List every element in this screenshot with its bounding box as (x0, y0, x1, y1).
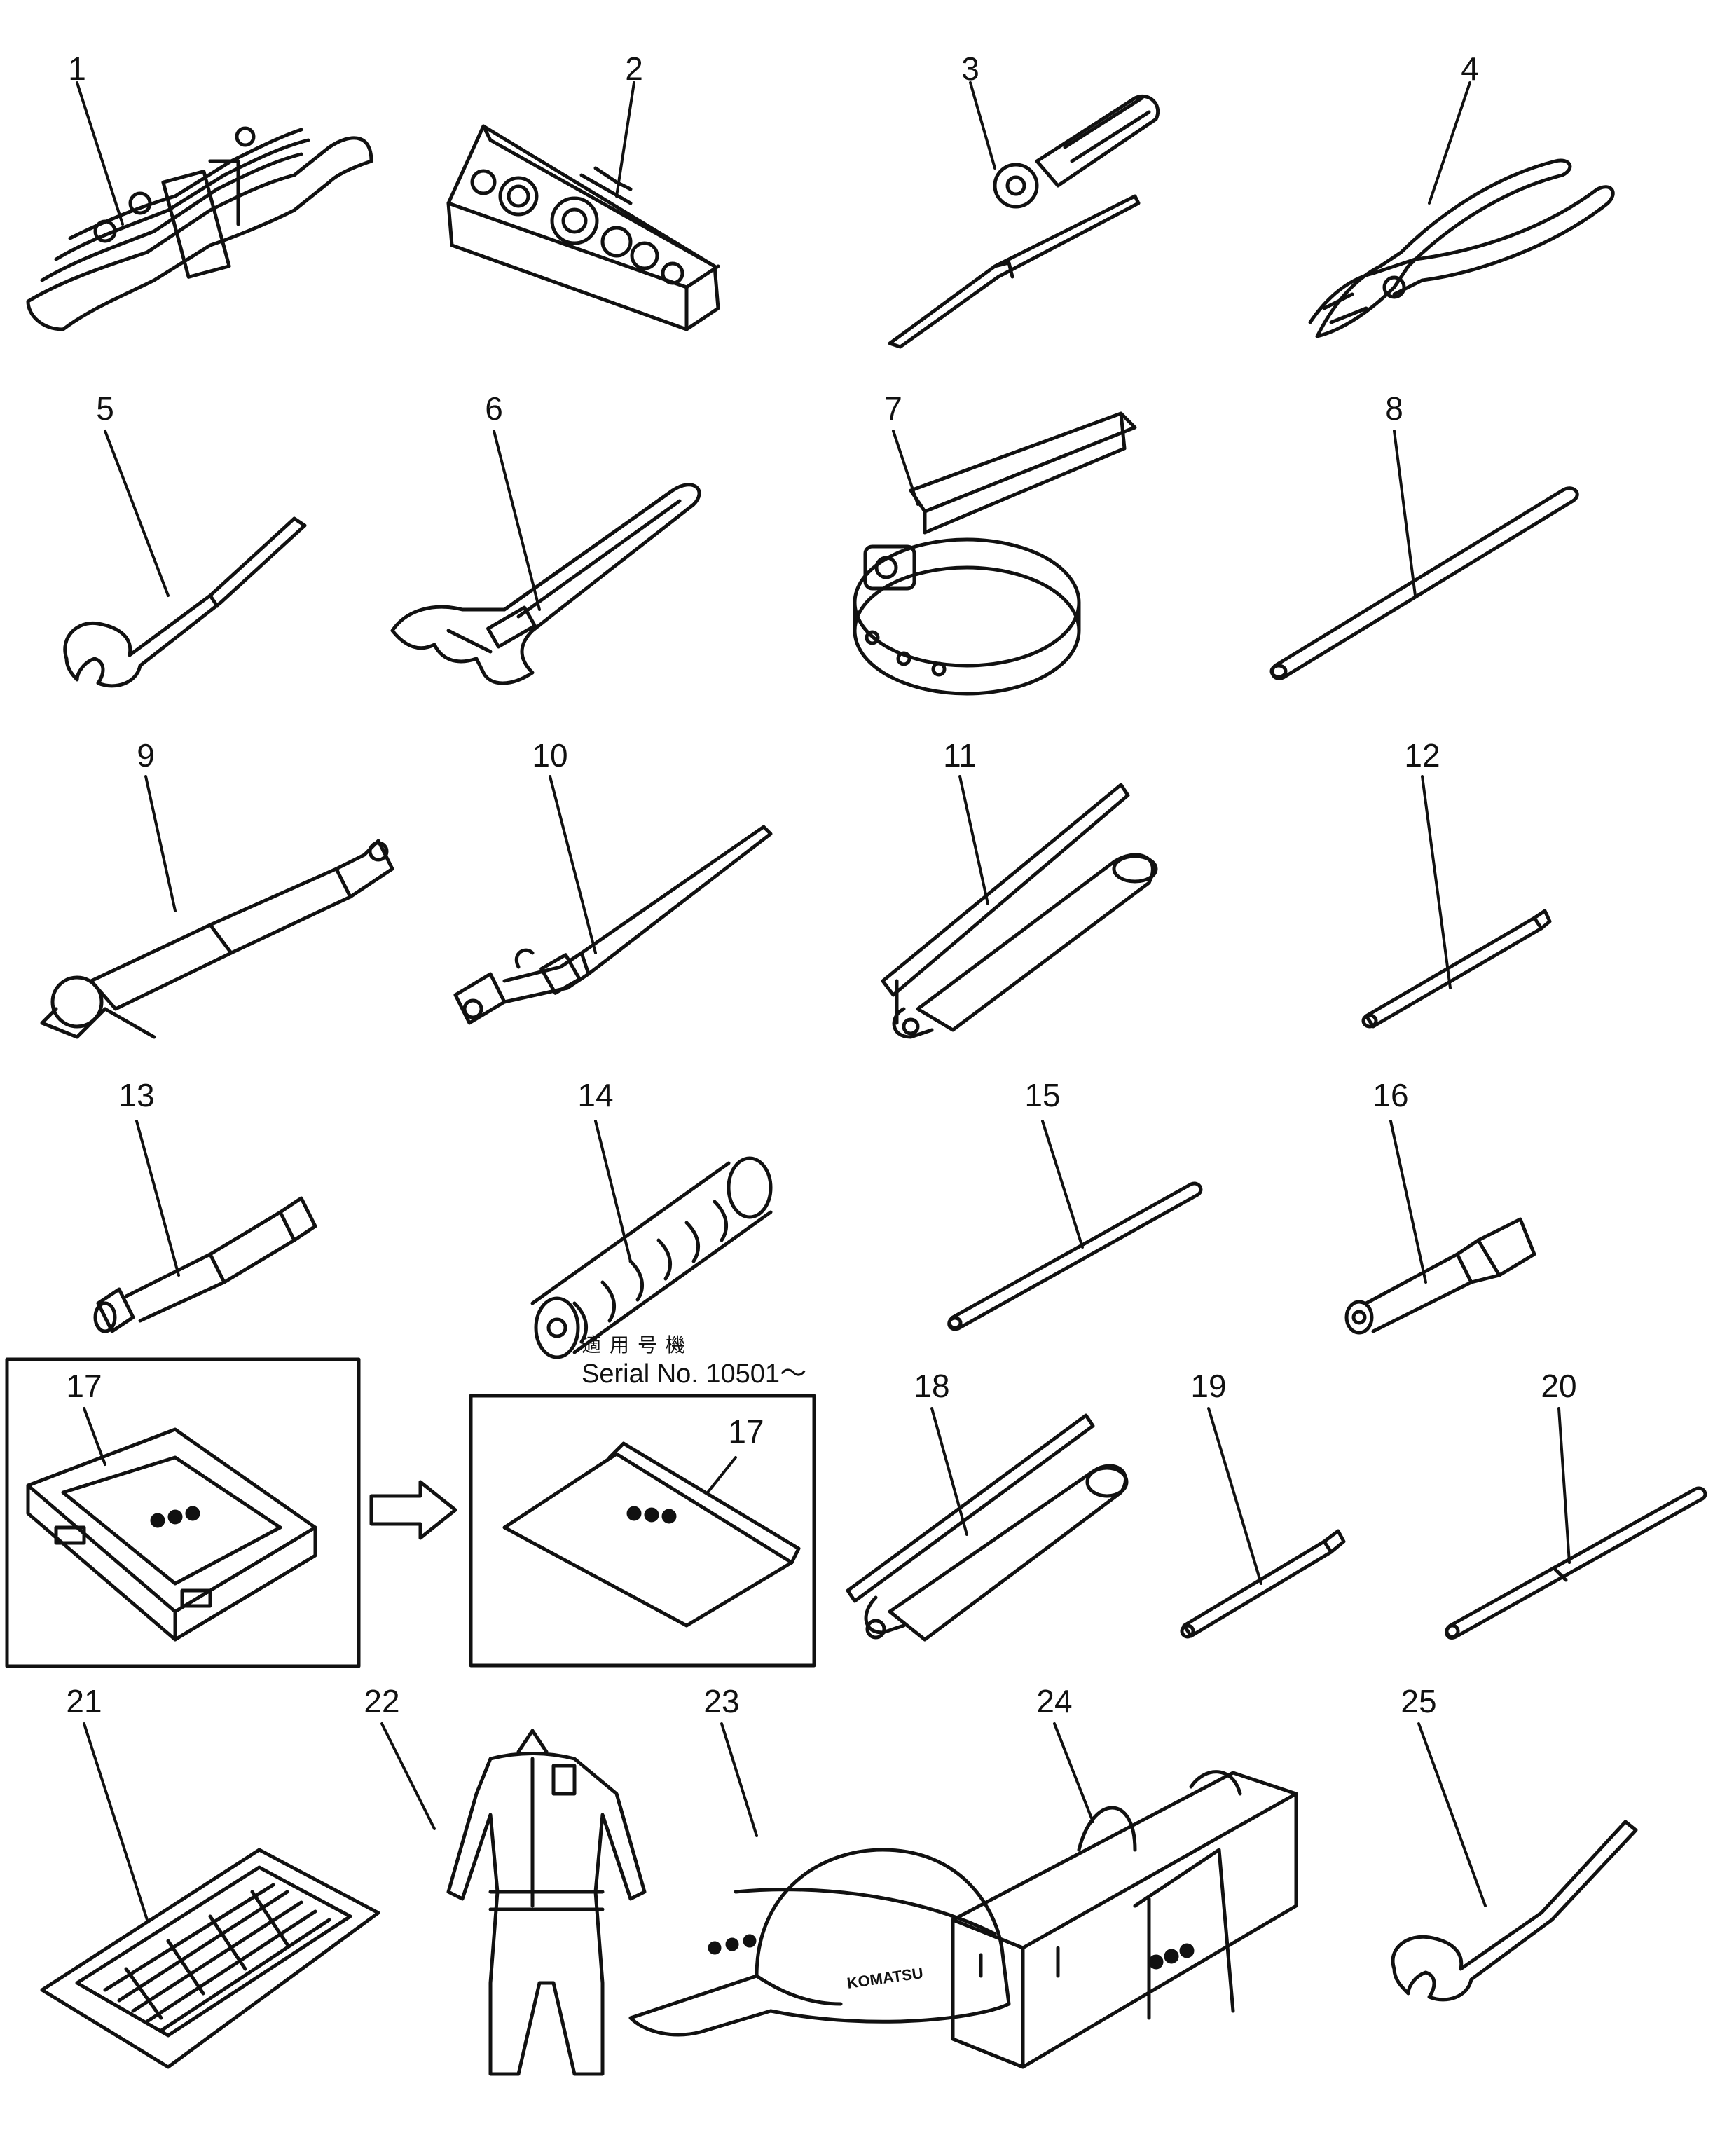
callout-3: 3 (961, 50, 979, 87)
callout-11: 11 (943, 737, 977, 774)
grease-gun-icon (881, 783, 1158, 1039)
bar-icon (1269, 486, 1579, 680)
callout-20: 20 (1541, 1368, 1577, 1404)
callout-10: 10 (532, 737, 568, 774)
wrench-icon-2 (1391, 1820, 1638, 2002)
tool-pouch-frame (469, 1394, 816, 1668)
coverall-icon (446, 1729, 647, 2076)
callout-13: 13 (118, 1077, 155, 1113)
callout-8: 8 (1385, 390, 1403, 427)
spanner-set-icon (26, 126, 373, 331)
callout-12: 12 (1404, 737, 1440, 774)
socket-set-icon (446, 124, 720, 331)
tool-pouch-icon (502, 1441, 801, 1628)
pliers-icon (1308, 158, 1615, 338)
screwdriver-icon (888, 94, 1160, 349)
extension-tool-icon (453, 825, 773, 1025)
wrench-icon (63, 516, 307, 688)
hose-adapter-icon (93, 1196, 317, 1333)
callout-4: 4 (1461, 50, 1479, 87)
callout-15: 15 (1024, 1077, 1061, 1113)
filter-wrench-icon (853, 411, 1137, 696)
tool-bag-icon (951, 1770, 1298, 2069)
gauge-icon (40, 839, 394, 1039)
adapter-icon (1344, 1217, 1536, 1335)
adjustable-wrench-icon (390, 483, 701, 685)
callout-9: 9 (137, 737, 155, 774)
callout-18: 18 (914, 1368, 950, 1404)
chart-sheet-icon (40, 1848, 380, 2069)
nozzle-pipe-icon (1361, 909, 1552, 1029)
tool-case-icon (26, 1427, 317, 1642)
grease-gun-icon-2 (846, 1413, 1129, 1642)
callout-22: 22 (364, 1683, 400, 1719)
callout-23: 23 (703, 1683, 740, 1719)
callout-21: 21 (66, 1683, 102, 1719)
callout-17-pouch: 17 (728, 1413, 764, 1450)
callout-1: 1 (68, 50, 86, 87)
callout-2: 2 (625, 50, 643, 87)
nozzle-pipe-icon-2 (1180, 1529, 1346, 1639)
cap-brand-text: KOMATSU (846, 1964, 924, 1992)
leader-lines (76, 81, 1571, 1921)
rod-icon (947, 1181, 1203, 1331)
serial-note-jp: 適用号機 (582, 1333, 694, 1357)
callout-17-case: 17 (66, 1368, 102, 1404)
callout-7: 7 (884, 390, 902, 427)
serial-note-number: Serial No. 10501～ (582, 1359, 807, 1389)
callout-25: 25 (1401, 1683, 1437, 1719)
callout-5: 5 (96, 390, 114, 427)
callout-14: 14 (577, 1077, 614, 1113)
tool-case-frame (5, 1357, 361, 1668)
right-arrow-icon (369, 1480, 457, 1540)
callout-19: 19 (1190, 1368, 1227, 1404)
callout-6: 6 (485, 390, 503, 427)
spring-coil-icon (530, 1156, 773, 1359)
bar-icon-2 (1445, 1486, 1707, 1640)
callout-24: 24 (1036, 1683, 1073, 1719)
callout-16: 16 (1372, 1077, 1409, 1113)
